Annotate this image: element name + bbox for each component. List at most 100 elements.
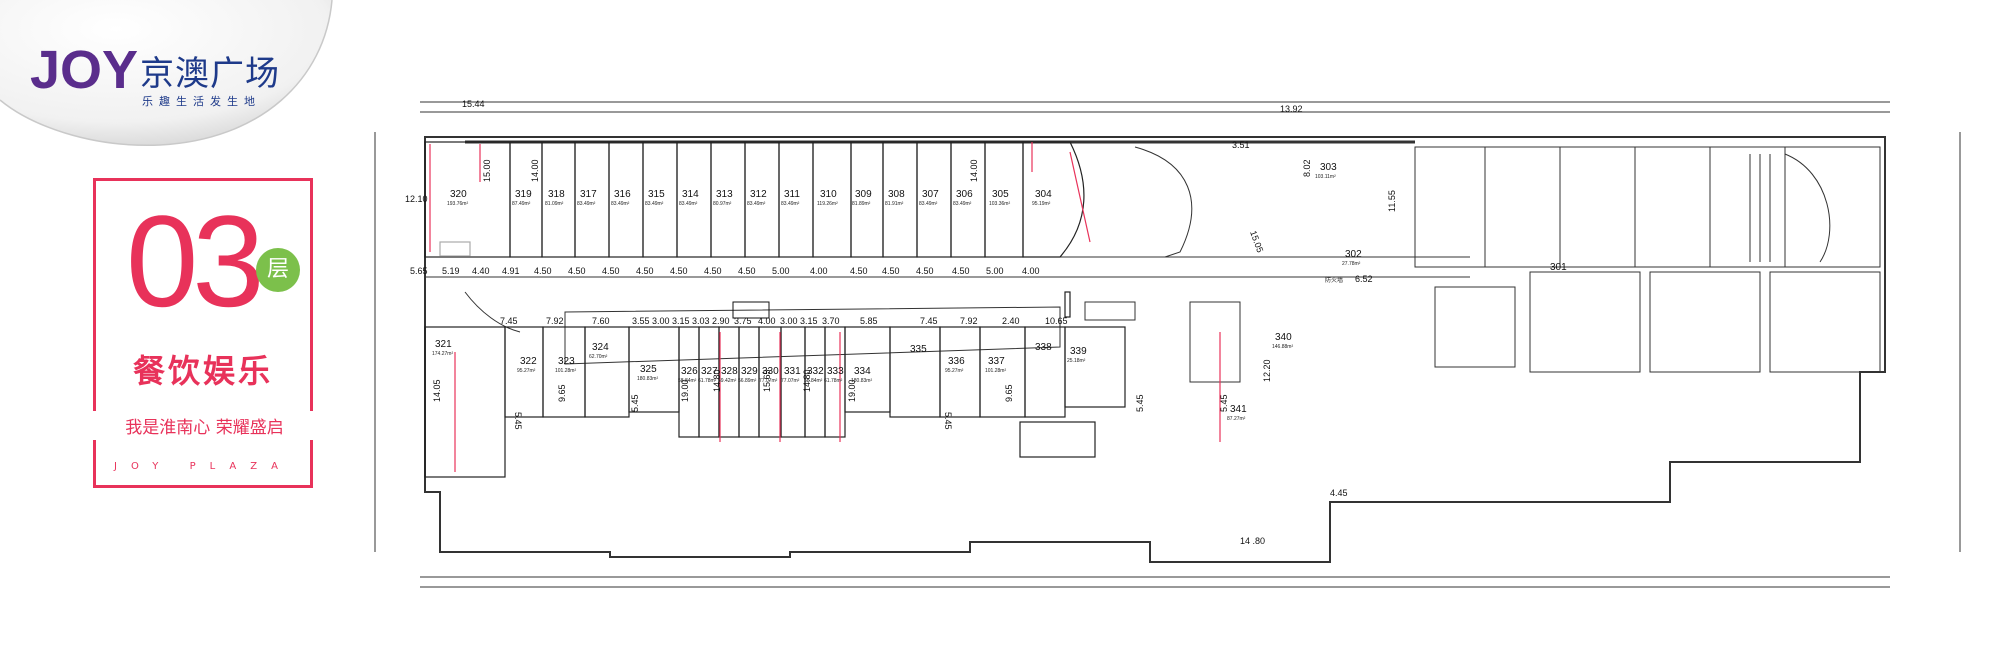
dim-top-5: 4.50 [568,266,586,276]
shop-319: 319 [515,189,532,200]
shop-310-area: 119.26m² [817,201,838,207]
dim-top-10: 4.50 [738,266,756,276]
dim-bottom-6: 3.03 [692,316,710,326]
dim-bottom-15: 7.92 [960,316,978,326]
dim-15-65: 15.65 [762,369,772,392]
mall-label: 防火墙 [1325,276,1343,284]
dim-12-10: 12.10 [405,194,428,204]
dim-top-17: 5.00 [986,266,1004,276]
shop-326: 326 [681,366,698,377]
dim-bottom-8: 3.75 [734,316,752,326]
dim-3-51: 3.51 [1232,140,1250,150]
shop-318-area: 81.09m² [545,201,564,207]
shop-304: 304 [1035,189,1052,200]
shop-304-area: 95.19m² [1032,201,1051,207]
dim-top-9: 4.50 [704,266,722,276]
dim-bottom-17: 10.65 [1045,316,1068,326]
dim-top-4: 4.50 [534,266,552,276]
shop-305: 305 [992,189,1009,200]
dim-14-80c: 14 .80 [1240,536,1265,546]
dim-top-15: 4.50 [916,266,934,276]
dim-19-00b: 19.00 [847,379,857,402]
dim-14-80b: 14.80 [802,369,812,392]
shop-327: 327 [701,366,718,377]
corner-decoration [0,0,333,147]
shop-330-area: 77.07m² [759,378,778,384]
shop-320-area: 193.76m² [447,201,468,207]
shop-335: 335 [910,344,927,355]
shop-312: 312 [750,189,767,200]
shop-309-area: 81.89m² [852,201,871,207]
shop-337: 337 [988,356,1005,367]
dim-top-13: 4.50 [850,266,868,276]
shop-325: 325 [640,364,657,375]
dim-15-44: 15.44 [462,99,485,109]
shop-307-area: 83.49m² [919,201,938,207]
dim-top-3: 4.91 [502,266,520,276]
shop-307: 307 [922,189,939,200]
brand-name: 京澳广场 [140,54,280,94]
logo-wordmark: JOY [30,40,139,100]
dim-15-00: 15.00 [482,159,492,182]
shop-310: 310 [820,189,837,200]
dim-5-45d: 5.45 [1135,394,1145,412]
dim-bottom-9: 4.00 [758,316,776,326]
bottom-shop-labels: 321174.27m²32295.27m²323101.28m²32462.70… [432,332,1293,422]
dim-top-6: 4.50 [602,266,620,276]
shop-339: 339 [1070,346,1087,357]
shop-325-area: 180.83m² [637,376,658,382]
shop-334-area: 180.83m² [851,378,872,384]
floor-info-panel: 03 层 餐饮娱乐 我是淮南心 荣耀盛启 JOY PLAZA [82,178,327,488]
dim-14-80a: 14.80 [712,369,722,392]
dim-top-16: 4.50 [952,266,970,276]
shop-326-area: 58.84m² [678,378,697,384]
shop-303-area: 103.11m² [1315,174,1336,180]
shop-306-area: 83.49m² [953,201,972,207]
dim-12-20: 12.20 [1262,359,1272,382]
shop-324-area: 62.70m² [589,354,608,360]
shop-332-area: 58.84m² [804,378,823,384]
dim-9-65a: 9.65 [557,384,567,402]
dim-5-45c: 5.45 [943,412,953,430]
dim-top-8: 4.50 [670,266,688,276]
dim-top-18: 4.00 [1022,266,1040,276]
shop-314: 314 [682,189,699,200]
shop-322-area: 95.27m² [517,368,536,374]
brand-logo[interactable]: JOY 京澳广场 乐趣生活发生地 [30,40,330,120]
shop-330: 330 [762,366,779,377]
dim-8-02: 8.02 [1302,159,1312,177]
shop-321-area: 174.27m² [432,351,453,357]
dim-bottom-13: 5.85 [860,316,878,326]
dim-bottom-2: 7.60 [592,316,610,326]
shop-303: 303 [1320,162,1337,173]
dim-top-12: 4.00 [810,266,828,276]
top-shop-labels: 320193.76m²31987.49m²31881.09m²31783.49m… [447,189,1052,207]
shop-334: 334 [854,366,871,377]
shop-341: 341 [1230,404,1247,415]
shop-317: 317 [580,189,597,200]
dim-bottom-16: 2.40 [1002,316,1020,326]
dim-bottom-3: 3.55 [632,316,650,326]
shop-321: 321 [435,339,452,350]
shop-329-area: 56.89m² [738,378,757,384]
shop-311-area: 83.49m² [781,201,800,207]
floor-subtitle: JOY PLAZA [114,461,292,472]
shop-305-area: 103.36m² [989,201,1010,207]
dim-11-55: 11.55 [1387,190,1397,212]
shop-308-area: 81.91m² [885,201,904,207]
shop-314-area: 83.49m² [679,201,698,207]
shop-315: 315 [648,189,665,200]
dim-bottom-4: 3.00 [652,316,670,326]
dim-bottom-1: 7.92 [546,316,564,326]
shop-327-area: 61.78m² [698,378,717,384]
dim-4-45: 4.45 [1330,488,1348,498]
shop-309: 309 [855,189,872,200]
dim-14-00b: 14.00 [969,159,979,182]
dim-5-45e: 5.45 [1219,394,1229,412]
dim-top-7: 4.50 [636,266,654,276]
floor-plan: 320193.76m²31987.49m²31881.09m²31783.49m… [374,99,1961,588]
dim-top-11: 5.00 [772,266,790,276]
shop-302: 302 [1345,249,1362,260]
dim-bottom-11: 3.15 [800,316,818,326]
